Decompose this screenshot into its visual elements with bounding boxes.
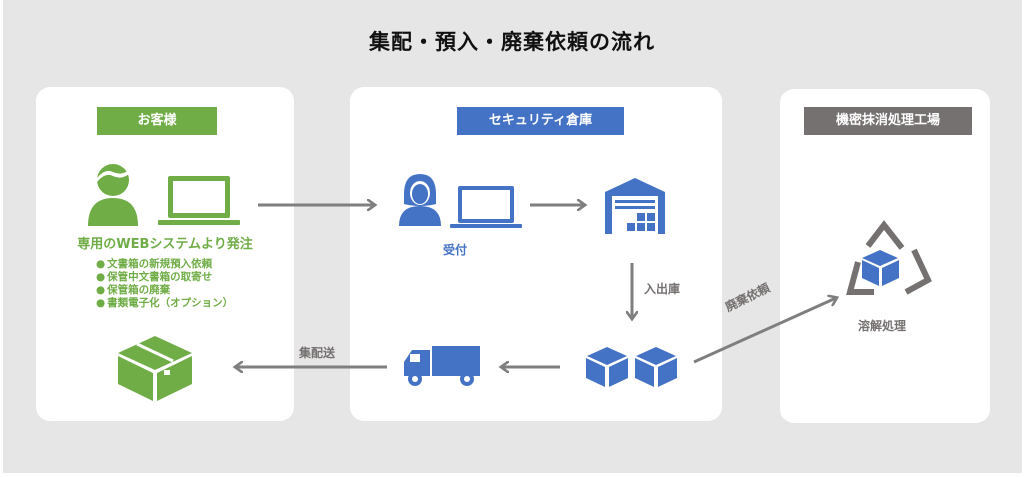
delivery-label: 集配送 — [299, 346, 336, 360]
box-icon — [118, 336, 192, 401]
order-title: 専用のWEBシステムより発注 — [77, 237, 253, 252]
factory-header: 機密抹消処理工場 — [804, 107, 972, 135]
laptop-icon — [158, 176, 240, 225]
woman-icon — [399, 174, 441, 226]
list-item: 保管中文書箱の取寄せ — [96, 271, 233, 284]
boxes-icon — [586, 347, 677, 387]
process-label: 溶解処理 — [858, 319, 907, 333]
laptop-icon — [450, 186, 522, 228]
truck-icon — [404, 346, 480, 386]
reception-label: 受付 — [443, 243, 468, 257]
list-item: 書類電子化（オプション） — [96, 297, 233, 310]
list-item: 文書箱の新規預入依頼 — [96, 258, 233, 271]
store-retrieve-label: 入出庫 — [644, 282, 681, 296]
warehouse-header: セキュリティ倉庫 — [457, 107, 624, 135]
customer-header: お客様 — [97, 107, 217, 135]
order-options-list: 文書箱の新規預入依頼 保管中文書箱の取寄せ 保管箱の廃棄 書類電子化（オプション… — [96, 258, 233, 310]
disposal-arrow — [693, 298, 836, 364]
diagram-title: 集配・預入・廃棄依頼の流れ — [369, 30, 655, 54]
person-icon — [88, 164, 138, 226]
list-item: 保管箱の廃棄 — [96, 284, 233, 297]
warehouse-icon — [605, 178, 665, 234]
recycle-box-icon — [846, 220, 932, 295]
